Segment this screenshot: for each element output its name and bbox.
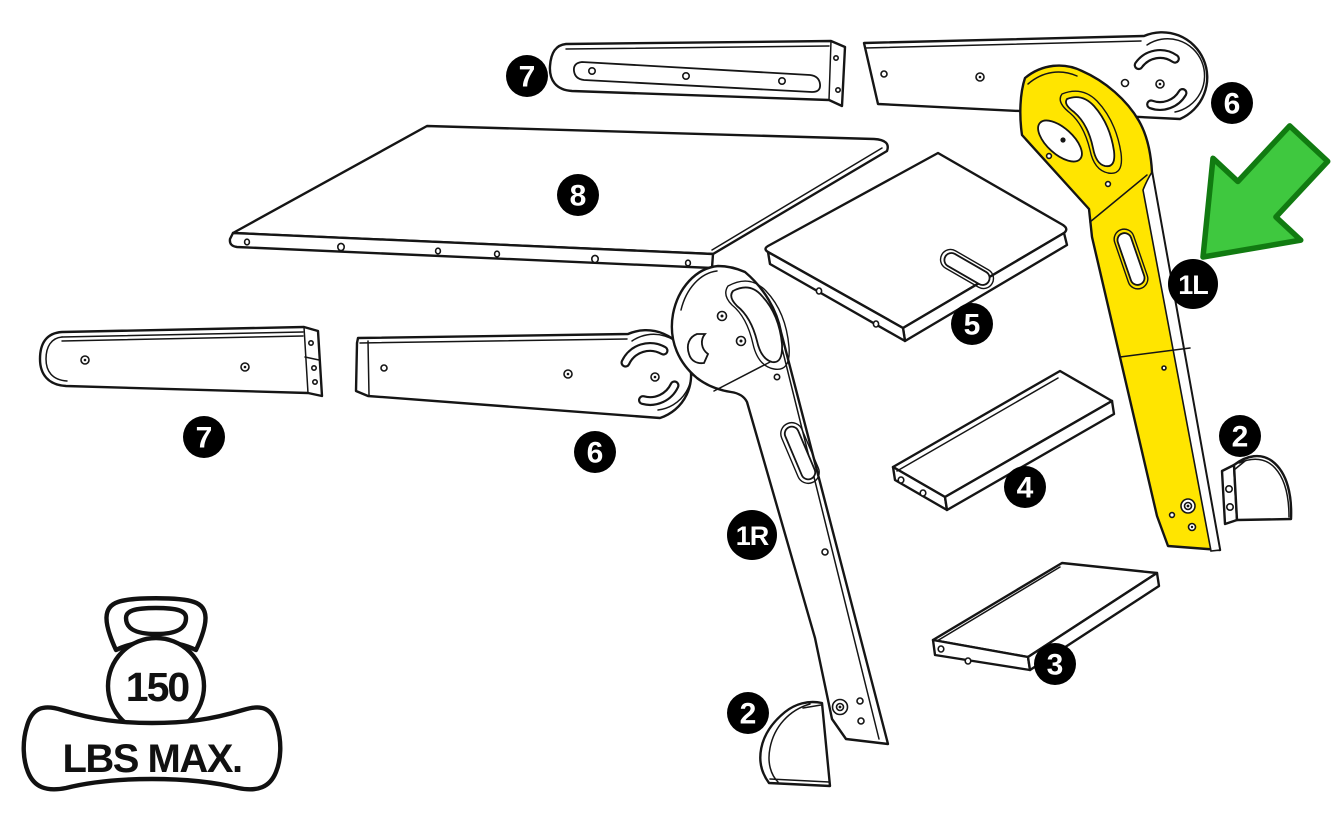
screw-holes — [1225, 484, 1235, 511]
part-2-foot-right — [1220, 454, 1293, 526]
badge-part-7-top: 7 — [506, 55, 548, 97]
badge-label: 6 — [587, 437, 604, 470]
part-6-left-rail — [354, 329, 693, 420]
screw-holes — [1045, 152, 1197, 532]
badge-label: 1R — [736, 521, 769, 551]
weight-limit-icon: 150 LBS MAX. — [21, 596, 283, 792]
part-5-panel — [764, 151, 1069, 343]
screw-holes — [587, 54, 841, 94]
badge-part-5: 5 — [951, 303, 993, 345]
part-7-top-rail — [548, 39, 847, 108]
badge-part-4: 4 — [1004, 466, 1046, 508]
badge-part-6-left: 6 — [574, 431, 616, 473]
tab-detail — [686, 333, 710, 365]
badge-part-8: 8 — [557, 174, 599, 216]
badge-label: 1L — [1178, 270, 1208, 300]
badge-label: 3 — [1047, 649, 1064, 682]
screw-holes — [380, 364, 660, 382]
badge-part-6-top: 6 — [1211, 82, 1253, 124]
badge-part-2-right: 2 — [1219, 415, 1261, 457]
badge-label: 5 — [964, 309, 981, 342]
badge-part-2-left: 2 — [727, 692, 769, 734]
banana-slot — [730, 286, 783, 364]
badge-label: 2 — [1232, 421, 1249, 454]
leg-slot — [780, 421, 820, 485]
part-2-foot-left — [759, 700, 832, 788]
screw-holes — [937, 645, 972, 665]
badge-part-1L: 1L — [1168, 259, 1218, 309]
part-4-step — [891, 369, 1116, 512]
weight-banner-icon — [21, 705, 283, 792]
badge-part-3: 3 — [1034, 643, 1076, 685]
oval-slot — [1037, 119, 1083, 163]
part-1L-leg-highlighted — [1019, 64, 1222, 552]
screw-holes — [880, 70, 1165, 89]
leg-slot — [1113, 228, 1149, 290]
highlight-arrow-icon — [1200, 123, 1331, 260]
part-7-left-rail — [38, 325, 324, 398]
badge-label: 4 — [1017, 472, 1034, 505]
screw-holes — [815, 287, 880, 328]
badge-part-1R: 1R — [727, 510, 777, 560]
part-badges: 7 6 8 5 7 6 1R 1L — [183, 55, 1261, 734]
badge-label: 7 — [196, 422, 213, 455]
screw-holes — [716, 310, 865, 725]
screw-holes — [80, 339, 318, 385]
badge-label: 6 — [1224, 88, 1241, 121]
weight-limit-value: 150 — [126, 664, 190, 710]
screw-holes — [243, 238, 692, 267]
badge-label: 8 — [570, 180, 587, 213]
screw-holes — [897, 476, 927, 497]
badge-label: 2 — [740, 698, 757, 731]
edge-face — [1142, 169, 1221, 552]
badge-label: 7 — [519, 61, 536, 94]
weight-limit-unit: LBS MAX. — [62, 737, 241, 781]
part-1R-leg — [670, 264, 890, 746]
badge-part-7-left: 7 — [183, 416, 225, 458]
banana-slot — [1065, 96, 1116, 168]
